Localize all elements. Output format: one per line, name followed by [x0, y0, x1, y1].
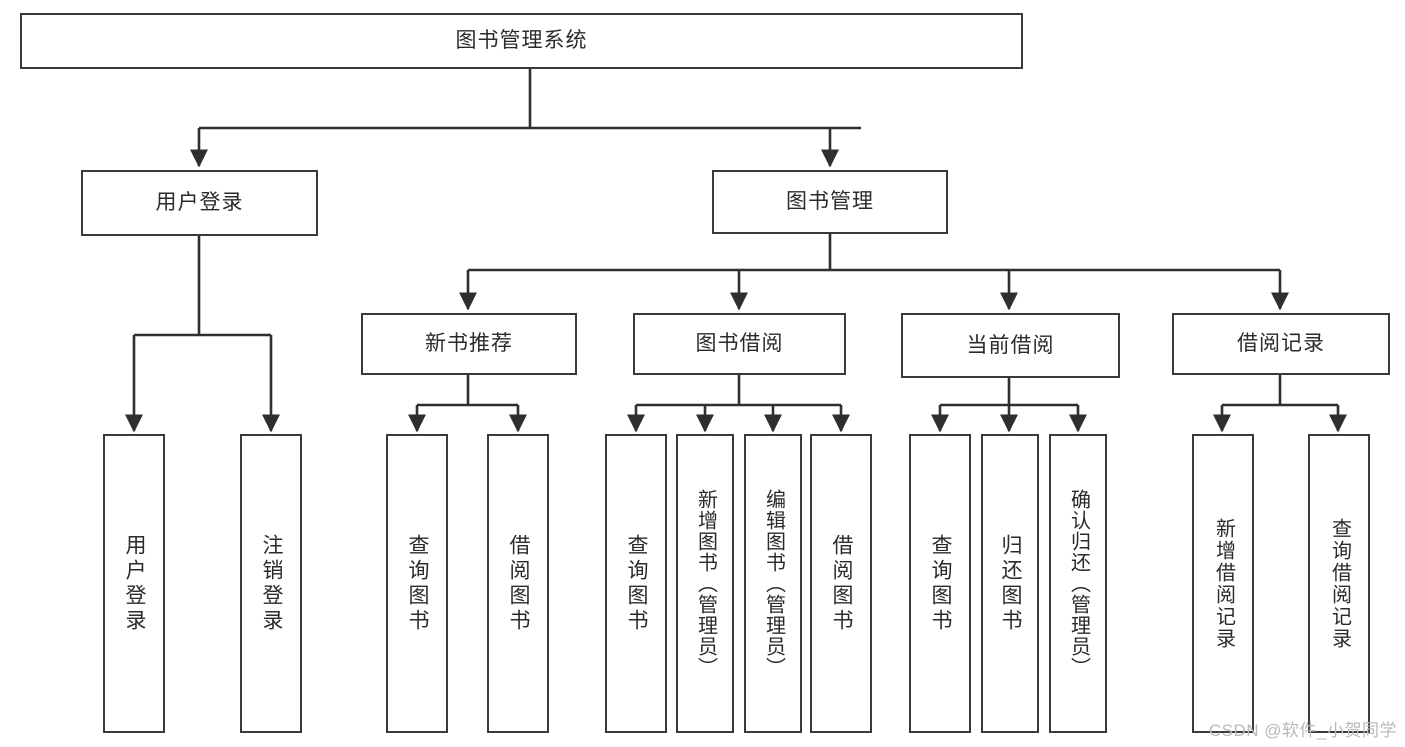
leaf-user-login-login[interactable]: 用户登录: [103, 434, 165, 733]
node-root-system-label: 图书管理系统: [455, 29, 588, 53]
leaf-user-login-logout[interactable]: 注销登录: [240, 434, 302, 733]
node-book-management[interactable]: 图书管理: [712, 170, 948, 234]
leaf-new-book-borrow[interactable]: 借阅图书: [487, 434, 549, 733]
node-current-borrow[interactable]: 当前借阅: [901, 313, 1120, 378]
node-borrow-record-label: 借阅记录: [1237, 332, 1325, 356]
node-borrow-record[interactable]: 借阅记录: [1172, 313, 1390, 375]
node-user-login-label: 用户登录: [155, 191, 244, 215]
leaf-book-borrow-add-label: 新增图书（管理员）: [694, 489, 717, 678]
node-book-borrow[interactable]: 图书借阅: [633, 313, 846, 375]
leaf-user-login-login-label: 用户登录: [123, 533, 147, 634]
leaf-borrow-record-query[interactable]: 查询借阅记录: [1308, 434, 1370, 733]
leaf-current-borrow-return[interactable]: 归还图书: [981, 434, 1039, 733]
leaf-borrow-record-add-label: 新增借阅记录: [1212, 517, 1235, 650]
leaf-current-borrow-confirm-label: 确认归还（管理员）: [1067, 489, 1090, 678]
leaf-current-borrow-confirm[interactable]: 确认归还（管理员）: [1049, 434, 1107, 733]
leaf-new-book-borrow-label: 借阅图书: [507, 533, 531, 634]
node-user-login[interactable]: 用户登录: [81, 170, 318, 236]
node-book-borrow-label: 图书借阅: [695, 332, 784, 356]
leaf-current-borrow-query-label: 查询图书: [929, 533, 953, 634]
node-book-management-label: 图书管理: [786, 190, 874, 214]
leaf-borrow-record-query-label: 查询借阅记录: [1328, 517, 1351, 650]
node-current-borrow-label: 当前借阅: [966, 333, 1055, 357]
node-new-book-recommend[interactable]: 新书推荐: [361, 313, 577, 375]
watermark-label: CSDN @软件_小贺同学: [1208, 721, 1397, 740]
leaf-book-borrow-edit-label: 编辑图书（管理员）: [762, 489, 785, 678]
node-root-system[interactable]: 图书管理系统: [20, 13, 1023, 69]
leaf-current-borrow-return-label: 归还图书: [999, 533, 1023, 634]
leaf-borrow-record-add[interactable]: 新增借阅记录: [1192, 434, 1254, 733]
leaf-book-borrow-add[interactable]: 新增图书（管理员）: [676, 434, 734, 733]
leaf-user-login-logout-label: 注销登录: [260, 533, 284, 634]
leaf-current-borrow-query[interactable]: 查询图书: [909, 434, 971, 733]
leaf-book-borrow-edit[interactable]: 编辑图书（管理员）: [744, 434, 802, 733]
leaf-book-borrow-query[interactable]: 查询图书: [605, 434, 667, 733]
leaf-new-book-query-label: 查询图书: [406, 533, 430, 634]
leaf-book-borrow-query-label: 查询图书: [625, 533, 649, 634]
leaf-book-borrow-borrow-label: 借阅图书: [830, 533, 854, 634]
node-new-book-recommend-label: 新书推荐: [425, 332, 513, 356]
leaf-book-borrow-borrow[interactable]: 借阅图书: [810, 434, 872, 733]
leaf-new-book-query[interactable]: 查询图书: [386, 434, 448, 733]
